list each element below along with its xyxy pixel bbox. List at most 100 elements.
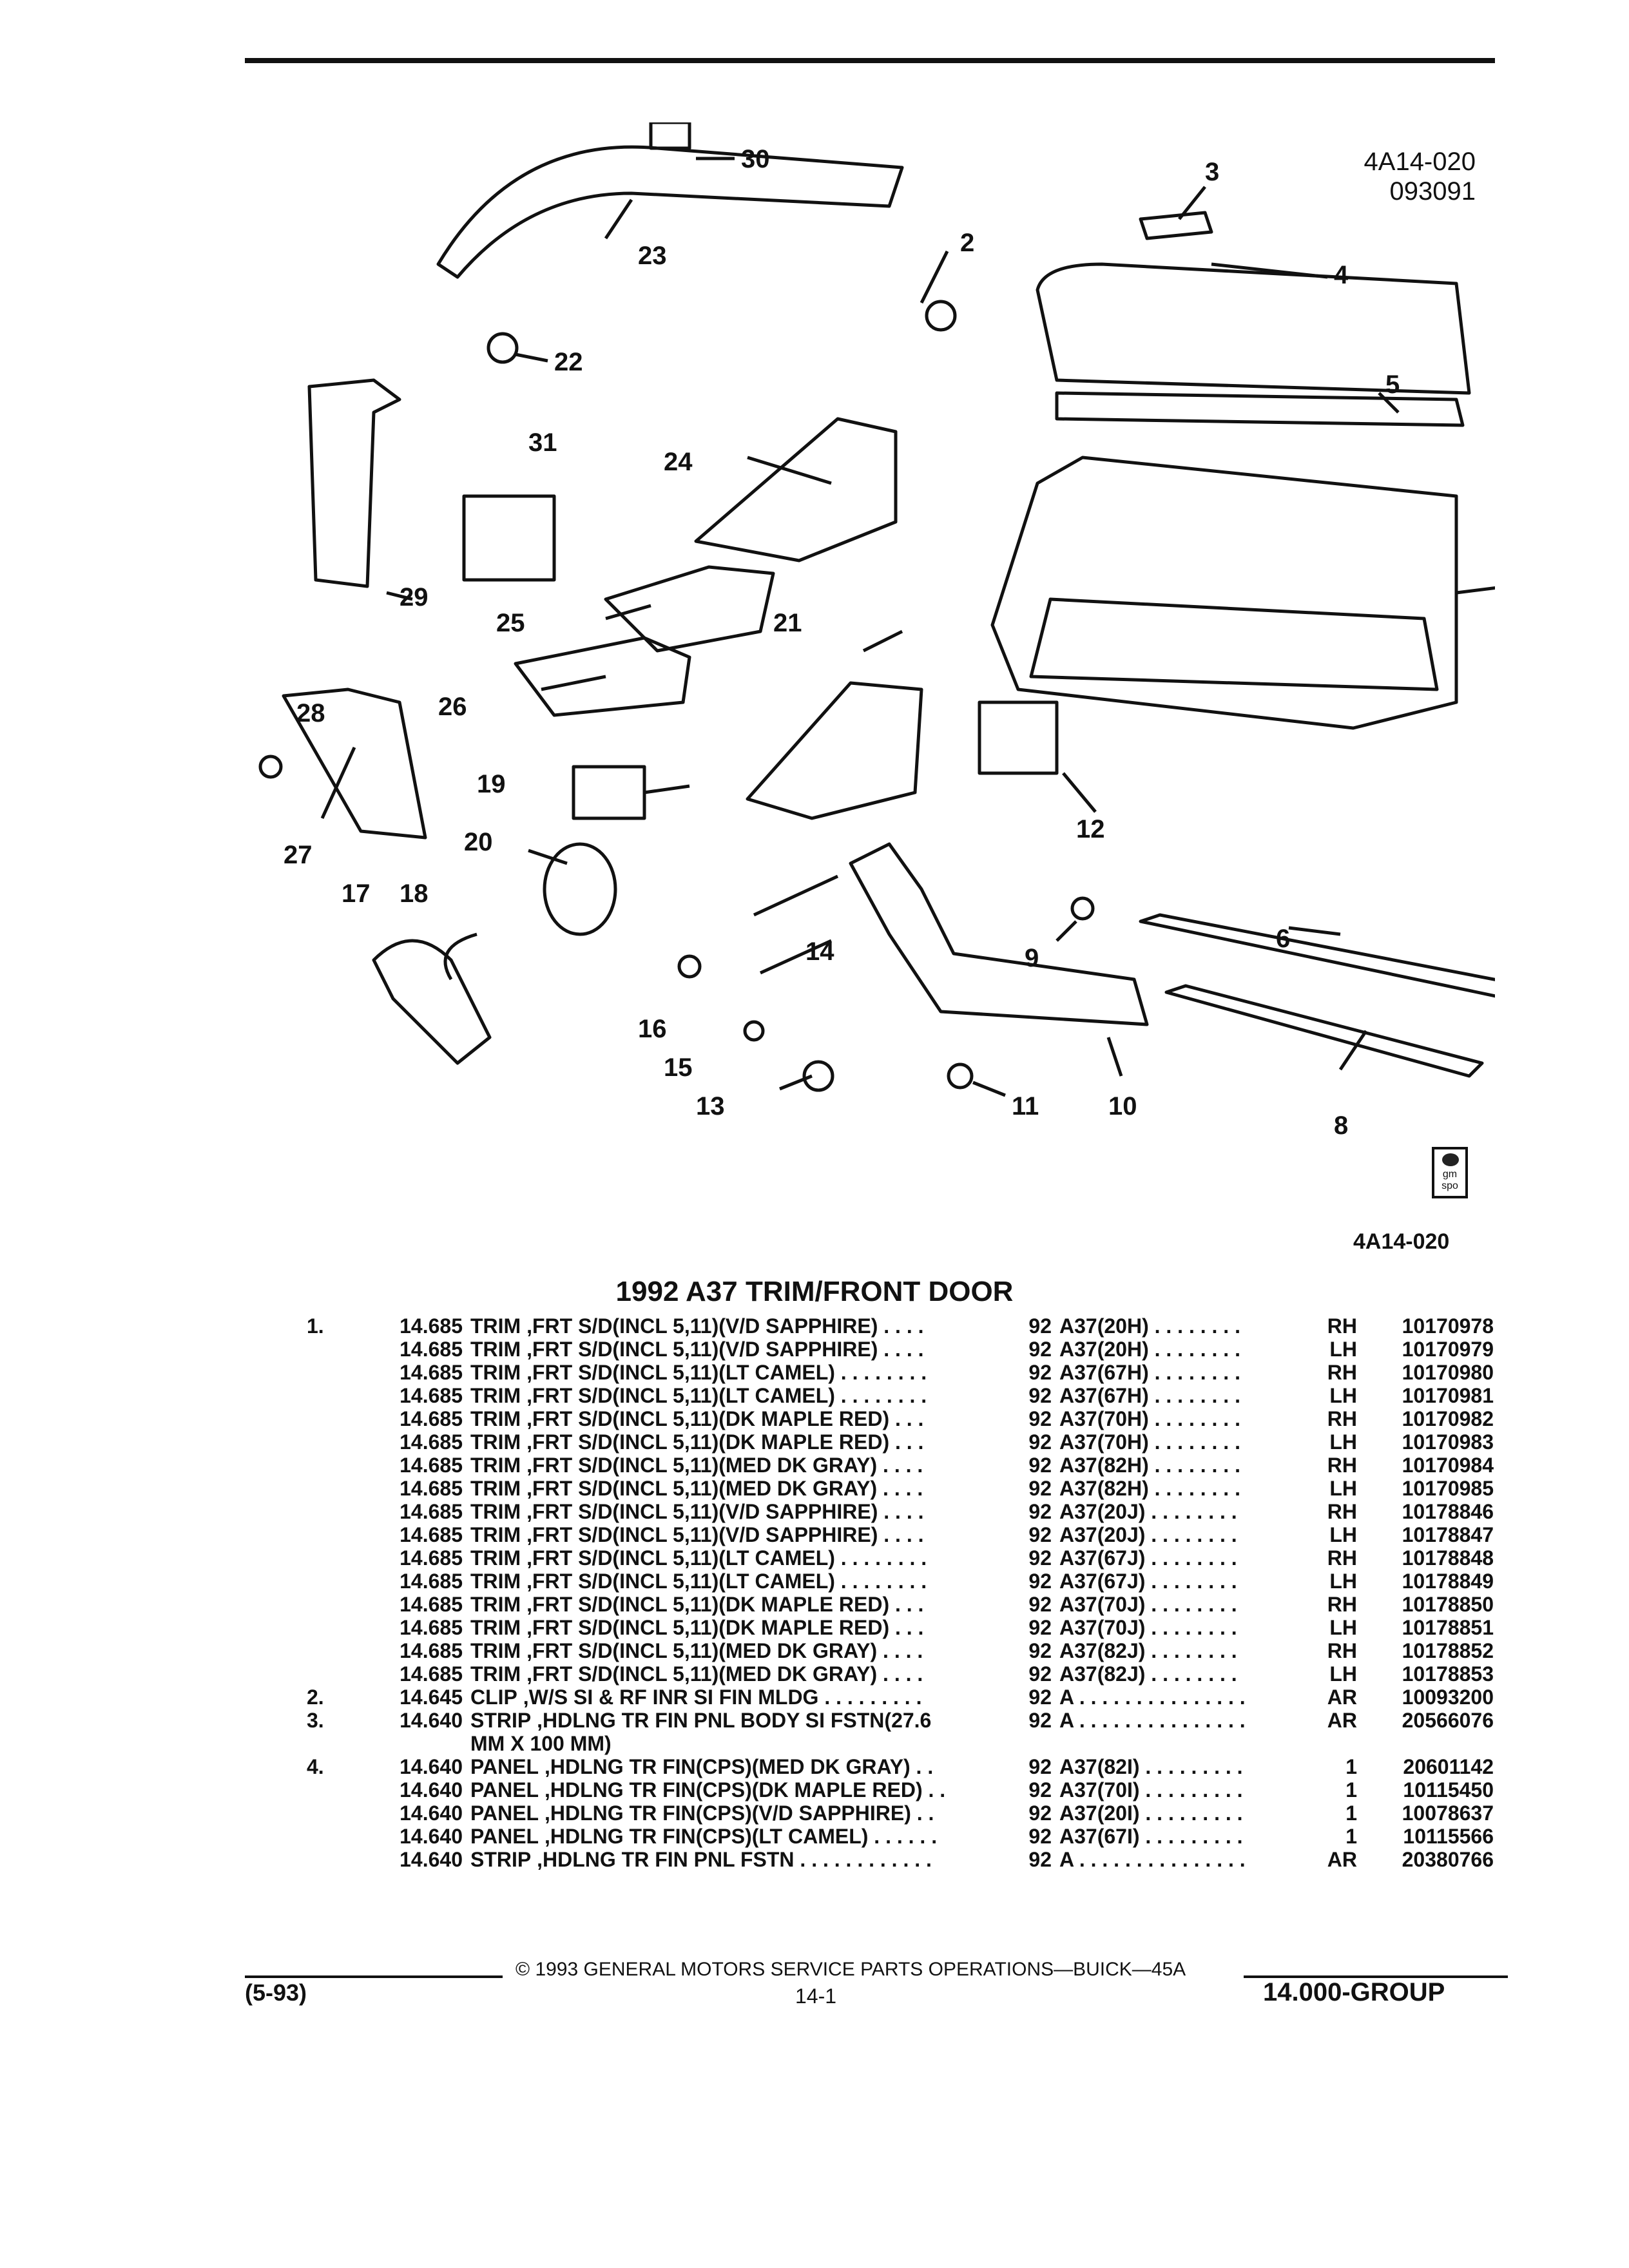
part-name: TRIM	[470, 1361, 521, 1384]
model-code: A37(82H) . . . . . . . .	[1059, 1454, 1240, 1477]
part-spec: ,HDLNG TR FIN(CPS)(DK MAPLE RED) . .	[544, 1778, 946, 1802]
quantity	[1315, 1732, 1361, 1755]
part-ref	[303, 1802, 369, 1825]
footer-rule-right	[1244, 1975, 1508, 1978]
callout-5: 5	[1385, 370, 1400, 399]
part-number: 10170983	[1402, 1430, 1494, 1454]
part-description: STRIP ,HDLNG TR FIN PNL BODY SI FSTN(27.…	[467, 1709, 1003, 1732]
top-rule	[245, 58, 1495, 63]
part-spec: ,FRT S/D(INCL 5,11)(DK MAPLE RED) . . .	[526, 1616, 924, 1639]
part-description: TRIM ,FRT S/D(INCL 5,11)(LT CAMEL) . . .…	[467, 1570, 1003, 1593]
part-description: MM X 100 MM)	[467, 1732, 1003, 1755]
part-12-speaker	[978, 700, 1059, 775]
model-code: A37(20I) . . . . . . . . .	[1059, 1802, 1243, 1825]
quantity: RH	[1327, 1546, 1357, 1570]
logo-text: gm spo	[1441, 1169, 1458, 1191]
quantity: AR	[1327, 1848, 1357, 1871]
part-name: STRIP	[470, 1709, 532, 1732]
part-description: TRIM ,FRT S/D(INCL 5,11)(DK MAPLE RED) .…	[467, 1616, 1003, 1639]
model-year: 92	[1028, 1546, 1052, 1570]
callout-29: 29	[400, 583, 429, 611]
leader-2	[920, 250, 949, 304]
part-spec: ,FRT S/D(INCL 5,11)(LT CAMEL) . . . . . …	[526, 1546, 927, 1570]
part-spec: ,FRT S/D(INCL 5,11)(DK MAPLE RED) . . .	[526, 1407, 924, 1430]
part-spec: ,W/S SI & RF INR SI FIN MLDG . . . . . .…	[523, 1686, 922, 1709]
part-number: 10178846	[1402, 1500, 1494, 1523]
leader-19	[644, 784, 690, 794]
quantity: AR	[1327, 1709, 1357, 1732]
part-number: 10170985	[1402, 1477, 1494, 1500]
part-number: 10178853	[1402, 1662, 1494, 1686]
part-ref	[303, 1639, 369, 1662]
part-number: 10170978	[1402, 1314, 1494, 1338]
callout-21: 21	[773, 609, 802, 637]
part-number	[1361, 1732, 1498, 1755]
parts-row: MM X 100 MM)	[303, 1732, 1498, 1755]
callout-2: 2	[960, 229, 974, 257]
model-year: 92	[1028, 1616, 1052, 1639]
part-28-screw	[258, 754, 283, 779]
part-18-clip	[443, 932, 477, 981]
quantity: RH	[1327, 1593, 1357, 1616]
part-name: TRIM	[470, 1338, 521, 1361]
part-description: TRIM ,FRT S/D(INCL 5,11)(MED DK GRAY) . …	[467, 1662, 1003, 1686]
group-number: 14.685	[400, 1314, 463, 1338]
model-year: 92	[1028, 1407, 1052, 1430]
group-number: 14.685	[400, 1407, 463, 1430]
leader-4	[1211, 262, 1328, 279]
callout-14: 14	[805, 937, 834, 966]
group-number: 14.640	[400, 1755, 463, 1778]
figure-code: 4A14-020	[1353, 1229, 1450, 1254]
part-name: TRIM	[470, 1570, 521, 1593]
leader-24	[747, 456, 832, 485]
parts-row: 14.685 TRIM ,FRT S/D(INCL 5,11)(MED DK GR…	[303, 1477, 1498, 1500]
model-year: 92	[1028, 1523, 1052, 1546]
leader-8	[1338, 1030, 1368, 1071]
group-number: 14.685	[400, 1616, 463, 1639]
callout-28: 28	[296, 699, 325, 727]
callout-25: 25	[496, 609, 525, 637]
part-ref	[303, 1454, 369, 1477]
part-spec: ,HDLNG TR FIN(CPS)(V/D SAPPHIRE) . .	[544, 1802, 934, 1825]
model-code: A37(67J) . . . . . . . .	[1059, 1546, 1237, 1570]
part-24-bezel	[694, 417, 898, 562]
part-number: 10115450	[1403, 1778, 1494, 1802]
footer-rule-left	[245, 1975, 503, 1978]
model-year: 92	[1028, 1662, 1052, 1686]
part-description: TRIM ,FRT S/D(INCL 5,11)(MED DK GRAY) . …	[467, 1639, 1003, 1662]
part-19-switch	[572, 765, 646, 820]
part-name: TRIM	[470, 1454, 521, 1477]
callout-24: 24	[664, 448, 693, 476]
group-number: 14.685	[400, 1477, 463, 1500]
gm-spo-logo: gm spo	[1432, 1147, 1468, 1198]
part-10-armrest	[849, 842, 1149, 1026]
part-name: TRIM	[470, 1407, 521, 1430]
part-ref: 1.	[307, 1314, 324, 1338]
part-name: TRIM	[470, 1477, 521, 1500]
part-spec: ,HDLNG TR FIN(CPS)(MED DK GRAY) . .	[544, 1755, 934, 1778]
part-spec: ,FRT S/D(INCL 5,11)(MED DK GRAY) . . . .	[526, 1477, 923, 1500]
part-name: STRIP	[470, 1848, 532, 1871]
callout-23: 23	[638, 242, 667, 270]
part-description: TRIM ,FRT S/D(INCL 5,11)(V/D SAPPHIRE) .…	[467, 1500, 1003, 1523]
part-description: TRIM ,FRT S/D(INCL 5,11)(LT CAMEL) . . .…	[467, 1546, 1003, 1570]
quantity: RH	[1327, 1639, 1357, 1662]
part-17-handle	[372, 939, 492, 1065]
model-code: A37(82J) . . . . . . . .	[1059, 1639, 1237, 1662]
leader-3	[1178, 186, 1206, 220]
illustration-number: 4A14-020	[1364, 148, 1476, 176]
part-name: TRIM	[470, 1314, 521, 1338]
model-year: 92	[1028, 1825, 1052, 1848]
model-code: A37(70H) . . . . . . . .	[1059, 1407, 1240, 1430]
model-year: 92	[1028, 1477, 1052, 1500]
leader-12	[1062, 772, 1097, 813]
quantity: 1	[1345, 1778, 1357, 1802]
model-year: 92	[1028, 1755, 1052, 1778]
part-ref	[303, 1825, 369, 1848]
